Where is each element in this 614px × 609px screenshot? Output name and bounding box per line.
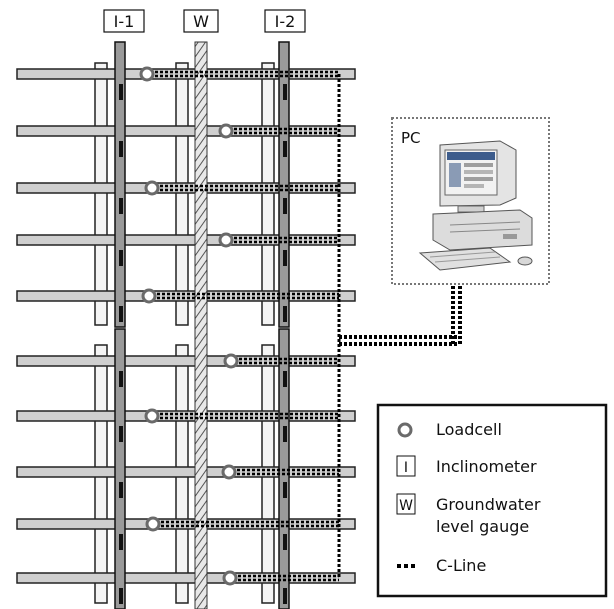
pc-label: PC [401,129,421,147]
loadcell [218,232,234,248]
strut [16,182,356,194]
casing-bracket [283,426,287,442]
casing-bracket [119,534,123,550]
casing-bracket [119,84,123,100]
legend-groundwater-symbol: W [399,498,413,514]
label-inclinometer-1: I-1 [114,12,135,31]
legend-inclinometer-label: Inclinometer [436,457,537,476]
strut [16,572,356,584]
loadcell [139,66,155,82]
legend-cline-label: C-Line [436,556,486,575]
casing-bracket [119,250,123,266]
strut [16,355,356,367]
casing-bracket [283,534,287,550]
loadcell [222,570,238,586]
legend-inclinometer-symbol: I [404,460,408,476]
casing-bracket [283,371,287,387]
strut [16,466,356,478]
strut [16,518,356,530]
casing-bracket [283,250,287,266]
loadcell [223,353,239,369]
groundwater-well [194,41,208,609]
casing-bracket [119,371,123,387]
casing-bracket [119,141,123,157]
casing-brackets [119,84,287,604]
strut [16,68,356,80]
strut [16,125,356,137]
pc-box: PC [391,117,550,285]
strut [16,290,356,302]
casing-bracket [283,306,287,322]
strut [16,410,356,422]
casing-bracket [119,426,123,442]
casing-bracket [283,482,287,498]
casing-bracket [283,198,287,214]
loadcells [139,66,239,586]
instrument-labels: I-1 W I-2 [103,9,306,33]
casing-bracket [119,306,123,322]
horizontal-struts [16,68,356,584]
computer-icon [418,140,533,271]
c-line-trunk [337,74,462,578]
label-inclinometer-2: I-2 [275,12,296,31]
strut [16,234,356,246]
loadcell [145,516,161,532]
legend-groundwater-label-1: Groundwater [436,495,541,514]
legend: Loadcell I Inclinometer W Groundwater le… [376,403,608,598]
legend-groundwater-label-2: level gauge [436,517,529,536]
loadcell [221,464,237,480]
casing-bracket [283,588,287,604]
loadcell [144,408,160,424]
casing-bracket [119,482,123,498]
loadcell [144,180,160,196]
casing-bracket [119,588,123,604]
casing-bracket [283,141,287,157]
legend-loadcell-label: Loadcell [436,420,502,439]
label-groundwater-gauge: W [193,12,209,31]
c-lines [155,70,339,582]
casing-bracket [119,198,123,214]
loadcell [218,123,234,139]
legend-loadcell-icon [397,422,413,438]
loadcell [141,288,157,304]
casing-bracket [283,84,287,100]
